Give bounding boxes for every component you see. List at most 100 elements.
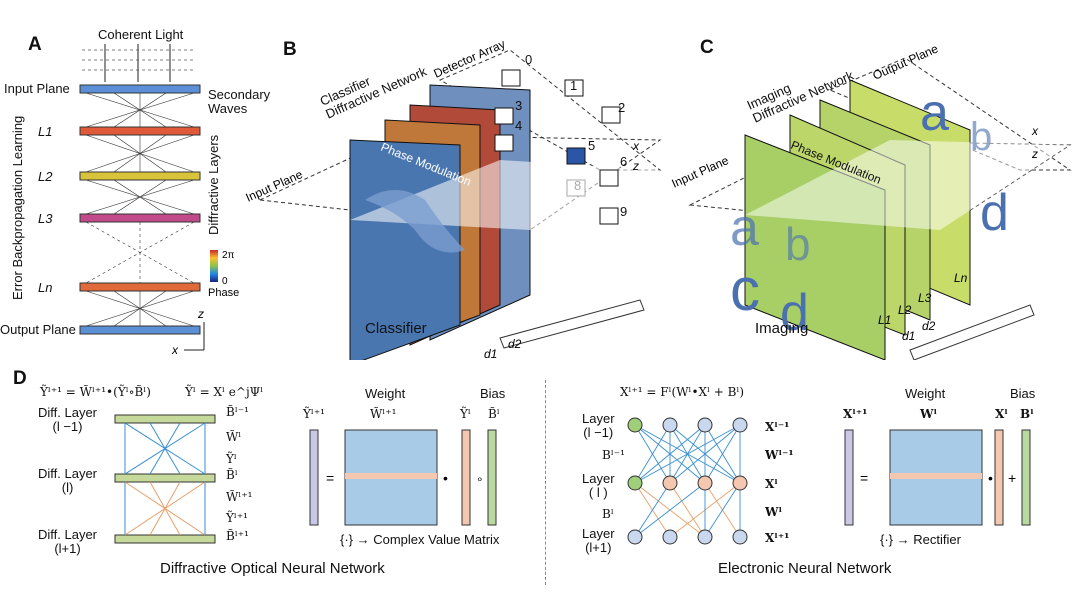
d-divider	[545, 380, 546, 585]
d-right-weight-sym: Wˡ	[920, 407, 937, 421]
d-left-layer1-text: Diff. Layer (l −1)	[38, 405, 98, 434]
d-left-weight: Weight	[365, 386, 406, 401]
secondary-waves-label: Secondary Waves	[208, 88, 270, 116]
svg-text:Ln: Ln	[954, 271, 968, 285]
d-right-layer2-text: Layer ( l )	[582, 471, 615, 500]
d-right-layer2: Layer ( l )	[582, 472, 615, 500]
phase-0: 0	[222, 276, 228, 287]
detector-boxes	[494, 69, 621, 225]
d-right-note: {·} → Rectifier	[880, 532, 961, 547]
d-left-r4: W̃ˡ⁺¹	[226, 490, 253, 504]
c-layer-labels: L1 L2 L3 Ln	[878, 271, 968, 327]
svg-text:=: =	[326, 470, 334, 486]
d-right-b-sym: Bˡ	[1020, 407, 1034, 421]
imaging-letters: a b d a b c d	[730, 84, 1009, 342]
d-left-layer3-text: Diff. Layer (l+1)	[38, 527, 98, 556]
panel-b-classifier: 0 1 2 3 4 5 6 8 9 d1 d2 x z Detector Arr…	[244, 37, 662, 360]
panel-a-network: Error Backpropagation Learning Diffracti…	[10, 44, 239, 357]
axis-z-a: z	[197, 307, 204, 321]
c-d1: d1	[902, 329, 915, 343]
d-right-r4: Xˡ⁺¹	[765, 531, 790, 545]
svg-text:d: d	[780, 284, 809, 342]
c-caption: Imaging	[755, 320, 809, 337]
d-left-matrix: = • ∘	[309, 429, 497, 526]
svg-text:c: c	[730, 256, 760, 323]
d-right-b0: Bˡ⁻¹	[602, 448, 625, 462]
b-axis-z: z	[632, 159, 639, 173]
svg-text:3: 3	[515, 98, 522, 113]
d-right-caption: Electronic Neural Network	[718, 560, 892, 577]
d-left-eq2: Ỹˡ = Xˡ e^jΨˡ	[185, 385, 264, 399]
svg-text:+: +	[1008, 470, 1016, 486]
d-left-layer1: Diff. Layer (l −1)	[38, 406, 97, 434]
diffractive-layers-label: Diffractive Layers	[206, 134, 221, 235]
d-right-layer1-text: Layer (l −1)	[582, 411, 615, 440]
b-d1: d1	[484, 347, 497, 360]
svg-text:1: 1	[570, 78, 577, 93]
b-d2: d2	[508, 337, 522, 351]
b-detector-array: Detector Array	[432, 37, 508, 81]
phase-2pi: 2π	[222, 250, 235, 261]
c-d2: d2	[922, 319, 936, 333]
svg-text:a: a	[920, 84, 949, 142]
c-input-plane: Input Plane	[670, 153, 731, 191]
d-right-eq: Xˡ⁺¹ = Fˡ(Wˡ•Xˡ + Bˡ)	[620, 385, 745, 399]
panel-d-letter: D	[13, 368, 27, 389]
d-left-layer2-text: Diff. Layer (l)	[38, 466, 98, 495]
svg-text:4: 4	[515, 118, 522, 133]
svg-text:0: 0	[525, 52, 532, 67]
d-left-layer2: Diff. Layer (l)	[38, 467, 97, 495]
panel-c-letter: C	[700, 37, 714, 58]
svg-text:8: 8	[574, 178, 581, 193]
d-left-bias: Bias	[480, 386, 506, 401]
svg-text:•: •	[988, 470, 993, 486]
secondary-waves-text: Secondary Waves	[208, 87, 271, 116]
svg-text:•: •	[443, 470, 448, 486]
d-right-r0: Xˡ⁻¹	[765, 420, 790, 434]
d-right-layer3-text: Layer (l+1)	[582, 526, 615, 555]
output-plane-label-a: Output Plane	[0, 322, 76, 337]
b-axis-x: x	[632, 139, 640, 153]
svg-text:L2: L2	[898, 303, 912, 317]
c-axis-z: z	[1031, 147, 1038, 161]
d-right-r2: Xˡ	[765, 477, 778, 491]
svg-text:a: a	[730, 199, 759, 257]
c-output-plane: Output Plane	[871, 41, 941, 82]
svg-text:L1: L1	[878, 313, 891, 327]
d-right-matrix: = • +	[844, 429, 1031, 526]
d-left-note: {·} → Complex Value Matrix	[340, 532, 500, 547]
svg-text:9: 9	[620, 204, 627, 219]
panel-a-letter: A	[28, 34, 42, 55]
d-left-r0: B̃ˡ⁻¹	[226, 405, 249, 419]
d-left-r6: B̃ˡ⁺¹	[226, 529, 249, 543]
d-right-r3: Wˡ	[765, 505, 782, 519]
c-axis-x: x	[1031, 124, 1039, 138]
d-left-r3: B̃ˡ	[226, 468, 238, 482]
d-right-layer3: Layer (l+1)	[582, 527, 615, 555]
d-left-network	[114, 414, 216, 544]
svg-text:5: 5	[588, 138, 595, 153]
layer-l3: L3	[38, 211, 53, 226]
input-plane-label: Input Plane	[4, 81, 70, 96]
layer-ln: Ln	[38, 280, 53, 295]
d-left-b-sym: B̃ˡ	[488, 407, 500, 421]
d-left-y-sym: Ỹˡ	[460, 407, 471, 421]
d-left-weight-sym: W̃ˡ⁺¹	[370, 407, 397, 421]
svg-text:b: b	[785, 218, 811, 270]
d-left-out-sym: Ỹˡ⁺¹	[303, 407, 325, 421]
svg-text:L3: L3	[918, 291, 932, 305]
error-backprop-label: Error Backpropagation Learning	[10, 116, 25, 300]
coherent-light-label: Coherent Light	[98, 27, 184, 42]
d-right-out-sym: Xˡ⁺¹	[843, 407, 868, 421]
d-right-network	[627, 417, 748, 545]
d-left-r2: Ỹˡ	[226, 452, 237, 466]
layer-l2: L2	[38, 169, 53, 184]
b-input-plane: Input Plane	[244, 167, 305, 205]
d-right-bias: Bias	[1010, 386, 1036, 401]
svg-text:2: 2	[618, 100, 625, 115]
svg-text:∘: ∘	[476, 472, 484, 486]
layer-l1: L1	[38, 124, 53, 139]
d-left-caption: Diffractive Optical Neural Network	[160, 560, 385, 577]
svg-text:b: b	[970, 115, 992, 159]
d-left-eq1: Ỹˡ⁺¹ = W̃ˡ⁺¹•(Ỹˡ∘B̃ˡ)	[40, 385, 151, 399]
